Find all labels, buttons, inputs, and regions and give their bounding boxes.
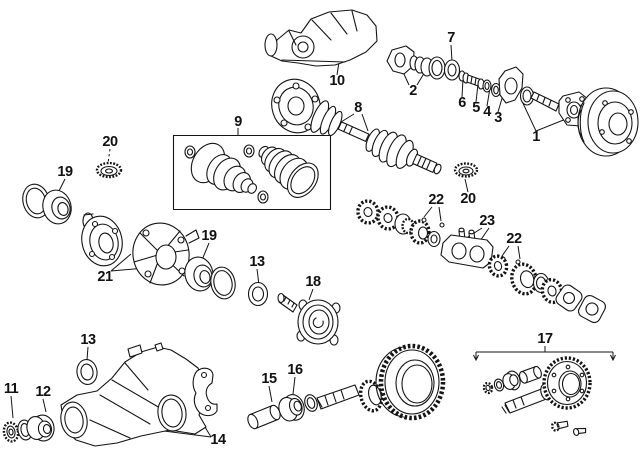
callout-2: 2 bbox=[409, 82, 417, 99]
lock-bolt bbox=[439, 222, 445, 228]
oil-seal-lower bbox=[76, 358, 98, 386]
callout-18: 18 bbox=[305, 273, 321, 290]
pinion-bolt bbox=[573, 427, 587, 437]
callout-7: 7 bbox=[447, 29, 455, 46]
pinion-shaft-block bbox=[440, 234, 494, 269]
callout-1: 1 bbox=[532, 128, 540, 145]
callout-12: 12 bbox=[35, 383, 51, 400]
companion-flange bbox=[277, 292, 341, 346]
callout-8: 8 bbox=[354, 99, 362, 116]
callout-14: 14 bbox=[210, 431, 226, 448]
ring-gear-kit-contents bbox=[482, 356, 592, 437]
cv-boot-kit-contents bbox=[184, 142, 319, 204]
nut-washer-bearing-group bbox=[2, 414, 55, 443]
companion-flange-group bbox=[386, 45, 446, 80]
callout-11: 11 bbox=[3, 380, 19, 397]
drive-pinion-ring-gear bbox=[316, 343, 446, 421]
oil-seal-upper bbox=[247, 281, 269, 307]
callout-16: 16 bbox=[287, 361, 303, 378]
callout-3: 3 bbox=[494, 109, 502, 126]
callout-22-a: 22 bbox=[428, 191, 444, 208]
callout-19-b: 19 bbox=[201, 227, 217, 244]
side-bearing-right bbox=[184, 256, 236, 300]
callout-22-b: 22 bbox=[506, 230, 522, 247]
pinion-bolt bbox=[550, 420, 569, 432]
callout-13-b: 13 bbox=[80, 331, 96, 348]
callout-6: 6 bbox=[458, 94, 466, 111]
differential-case-assembly bbox=[81, 212, 200, 286]
bearing-ring bbox=[443, 59, 461, 81]
ring-gear-kit-bracket bbox=[473, 346, 616, 362]
callout-15: 15 bbox=[261, 370, 277, 387]
axle-spacer-seal-chain bbox=[458, 66, 535, 106]
callout-17: 17 bbox=[537, 330, 553, 347]
housing-bracket bbox=[192, 367, 218, 417]
drive-shaft-assembly bbox=[271, 78, 442, 175]
lock-washer-right bbox=[453, 162, 479, 178]
hub-bearing bbox=[26, 414, 55, 442]
callout-4: 4 bbox=[483, 103, 491, 120]
cv-boot-kit-box bbox=[172, 134, 332, 211]
differential-gear-kit bbox=[356, 199, 606, 323]
brake-drum bbox=[577, 87, 639, 157]
leader-20-dashed bbox=[107, 148, 111, 164]
shim-plate bbox=[578, 295, 606, 323]
callout-20-a: 20 bbox=[102, 133, 118, 150]
pinion-spacer-bearing bbox=[247, 394, 318, 430]
callout-10: 10 bbox=[329, 72, 345, 89]
pinion-spacer bbox=[247, 404, 281, 430]
pinion-bearing bbox=[278, 394, 305, 422]
callout-19-a: 19 bbox=[57, 163, 73, 180]
side-bearing-left bbox=[22, 183, 72, 225]
callout-23: 23 bbox=[479, 212, 495, 229]
staked-nut bbox=[2, 421, 20, 443]
callout-20-b: 20 bbox=[460, 190, 476, 207]
callout-9: 9 bbox=[234, 113, 242, 130]
callout-5: 5 bbox=[472, 99, 480, 116]
axle-housing bbox=[60, 342, 218, 447]
differential-carrier bbox=[264, 9, 378, 67]
lock-washer-left bbox=[95, 161, 123, 179]
callout-21: 21 bbox=[97, 268, 113, 285]
shim-plate bbox=[555, 284, 583, 312]
callout-13-a: 13 bbox=[249, 253, 265, 270]
lock-bolt bbox=[421, 217, 427, 223]
